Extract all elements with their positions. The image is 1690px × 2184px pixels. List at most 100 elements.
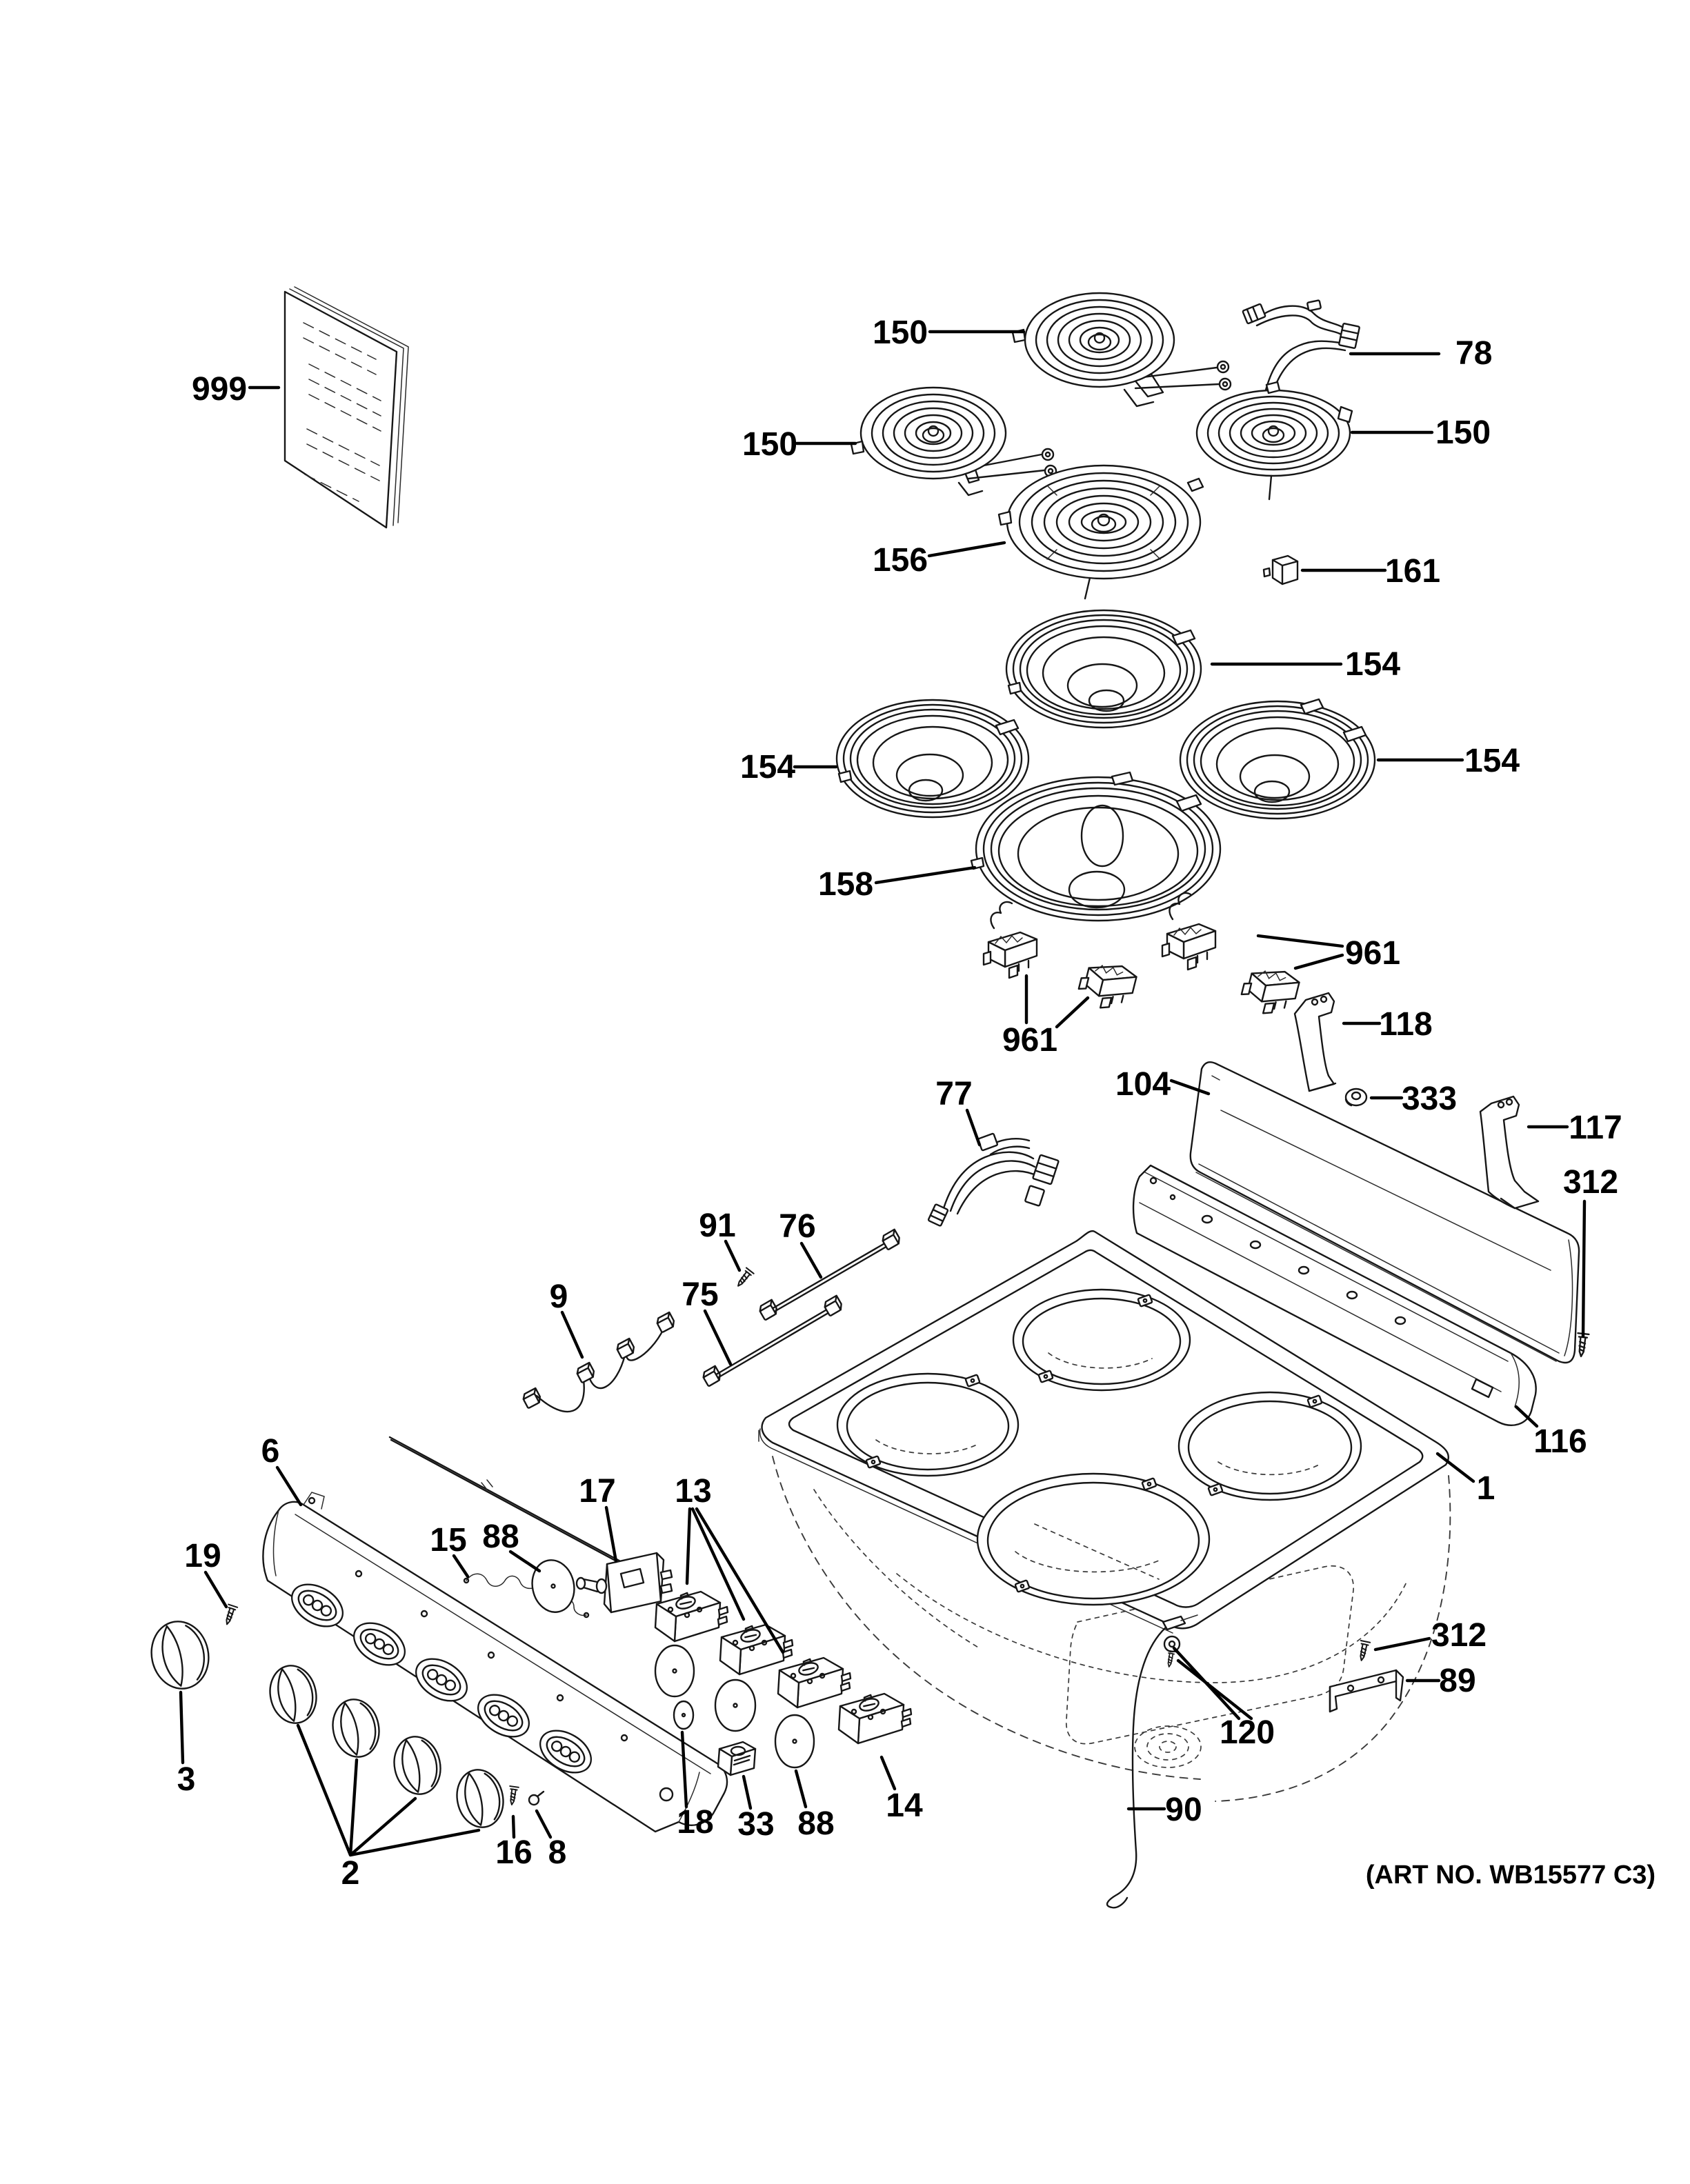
part-label-14: 14	[886, 1787, 923, 1824]
part-label-17: 17	[579, 1473, 615, 1510]
part-label-78: 78	[1455, 335, 1492, 372]
surface-element-150-left	[850, 386, 1057, 497]
part-label-312-top: 312	[1563, 1164, 1618, 1201]
insulator-disc-88-c	[714, 1679, 757, 1732]
part-label-8: 8	[548, 1834, 567, 1871]
callout-33: 33	[737, 1774, 775, 1843]
part-label-154-top: 154	[1345, 646, 1400, 683]
surface-element-150-right	[1195, 381, 1353, 501]
screw-91	[733, 1267, 755, 1290]
drip-bowl-154-top	[1005, 609, 1202, 729]
callout-150-right: 150	[1350, 414, 1491, 451]
part-label-999: 999	[192, 371, 247, 408]
screw-16	[506, 1785, 519, 1806]
callout-104: 104	[1115, 1066, 1211, 1103]
part-label-3: 3	[177, 1761, 196, 1798]
callout-154-left: 154	[740, 749, 838, 785]
backsplash-bracket-117	[1479, 1095, 1540, 1210]
callout-17: 17	[579, 1473, 618, 1563]
callout-19: 19	[184, 1538, 228, 1609]
callout-117: 117	[1527, 1110, 1622, 1146]
part-label-2: 2	[341, 1855, 360, 1892]
callout-75: 75	[682, 1276, 733, 1366]
link-rod-76	[757, 1228, 903, 1321]
screw-19	[221, 1603, 239, 1627]
callout-158: 158	[818, 865, 977, 903]
callout-91: 91	[699, 1208, 742, 1272]
mounting-bracket-89	[1329, 1669, 1404, 1713]
probe-wire-90	[1106, 1614, 1198, 1909]
part-label-90: 90	[1165, 1792, 1202, 1828]
part-label-154-left: 154	[740, 749, 795, 785]
callout-16: 16	[495, 1814, 533, 1871]
callout-156: 156	[873, 541, 1006, 579]
infinite-switch-961-a	[982, 901, 1038, 979]
callout-154-right: 154	[1376, 743, 1520, 779]
callout-8: 8	[535, 1809, 567, 1871]
part-label-161: 161	[1385, 553, 1440, 590]
clip-8	[528, 1790, 545, 1806]
part-label-158: 158	[818, 866, 873, 903]
callout-961-right: 961	[1256, 934, 1400, 972]
callout-161: 161	[1300, 553, 1440, 590]
wire-harness-77	[927, 1132, 1060, 1227]
callout-77: 77	[935, 1076, 982, 1147]
part-label-116: 116	[1533, 1423, 1587, 1460]
callout-88-bottom: 88	[794, 1769, 835, 1842]
part-label-9: 9	[550, 1279, 568, 1315]
wire-jumper-9	[520, 1311, 677, 1413]
part-label-15: 15	[430, 1522, 466, 1559]
insulator-disc-18	[673, 1700, 695, 1730]
part-label-13: 13	[675, 1473, 711, 1510]
part-label-312-bottom: 312	[1431, 1617, 1487, 1654]
drip-bowl-154-left	[835, 699, 1030, 819]
drip-bowl-158	[970, 771, 1222, 922]
part-label-6: 6	[261, 1433, 280, 1470]
callout-76: 76	[779, 1208, 823, 1279]
part-label-333: 333	[1402, 1081, 1457, 1117]
oven-thermostat-17	[388, 1436, 673, 1614]
backsplash-bracket-118	[1293, 992, 1337, 1092]
part-label-77: 77	[935, 1076, 972, 1112]
part-label-88-bottom: 88	[797, 1805, 834, 1842]
part-label-961-left: 961	[1002, 1022, 1057, 1059]
part-label-89: 89	[1439, 1663, 1475, 1699]
surface-switch-13c	[777, 1656, 852, 1709]
part-label-117: 117	[1569, 1110, 1622, 1146]
part-label-33: 33	[737, 1806, 774, 1843]
callout-88-top: 88	[482, 1519, 541, 1573]
callout-3: 3	[177, 1690, 196, 1798]
control-knob-2b	[326, 1694, 386, 1763]
part-label-18: 18	[677, 1804, 713, 1841]
callout-2: 2	[296, 1723, 481, 1892]
wire-harness-78	[1242, 299, 1360, 423]
part-label-154-right: 154	[1464, 743, 1520, 779]
control-knob-2a	[264, 1660, 323, 1729]
callout-90: 90	[1126, 1792, 1202, 1828]
control-knob-2c	[388, 1731, 447, 1800]
part-label-16: 16	[495, 1834, 532, 1871]
callout-154-top: 154	[1210, 646, 1400, 683]
callout-312-bottom: 312	[1373, 1617, 1487, 1654]
insulator-disc-88-bottom	[774, 1714, 815, 1769]
callout-89: 89	[1405, 1663, 1476, 1699]
callout-18: 18	[677, 1730, 714, 1841]
part-label-104: 104	[1115, 1066, 1171, 1103]
callout-150-left: 150	[742, 426, 857, 463]
callout-15: 15	[430, 1522, 470, 1579]
part-label-156: 156	[873, 542, 928, 579]
part-label-150-left: 150	[742, 426, 797, 463]
callout-14: 14	[879, 1755, 923, 1824]
part-label-961-right: 961	[1345, 935, 1400, 972]
part-label-19: 19	[184, 1538, 221, 1574]
callout-6: 6	[261, 1433, 303, 1507]
part-label-150-top: 150	[873, 314, 928, 351]
callout-116: 116	[1514, 1405, 1587, 1460]
surface-element-156	[997, 464, 1204, 600]
part-label-88-top: 88	[482, 1519, 519, 1555]
control-knob-2d	[450, 1764, 510, 1833]
part-label-76: 76	[779, 1208, 815, 1245]
part-label-118: 118	[1379, 1006, 1432, 1043]
